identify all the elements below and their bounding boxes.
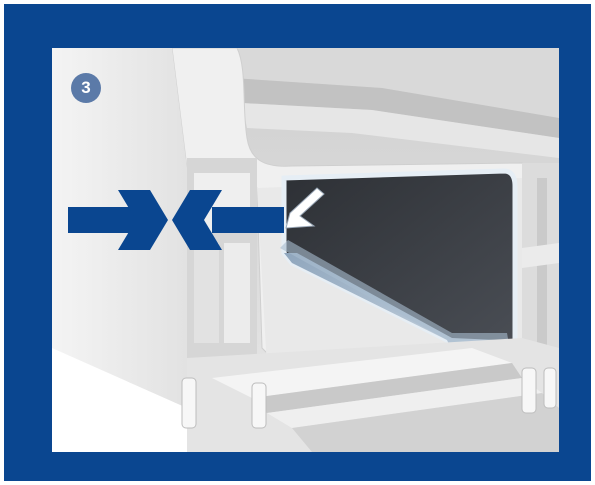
profile-cross-section	[52, 48, 559, 452]
step-number-badge: 3	[71, 73, 101, 103]
window-profile-illustration	[52, 48, 559, 452]
